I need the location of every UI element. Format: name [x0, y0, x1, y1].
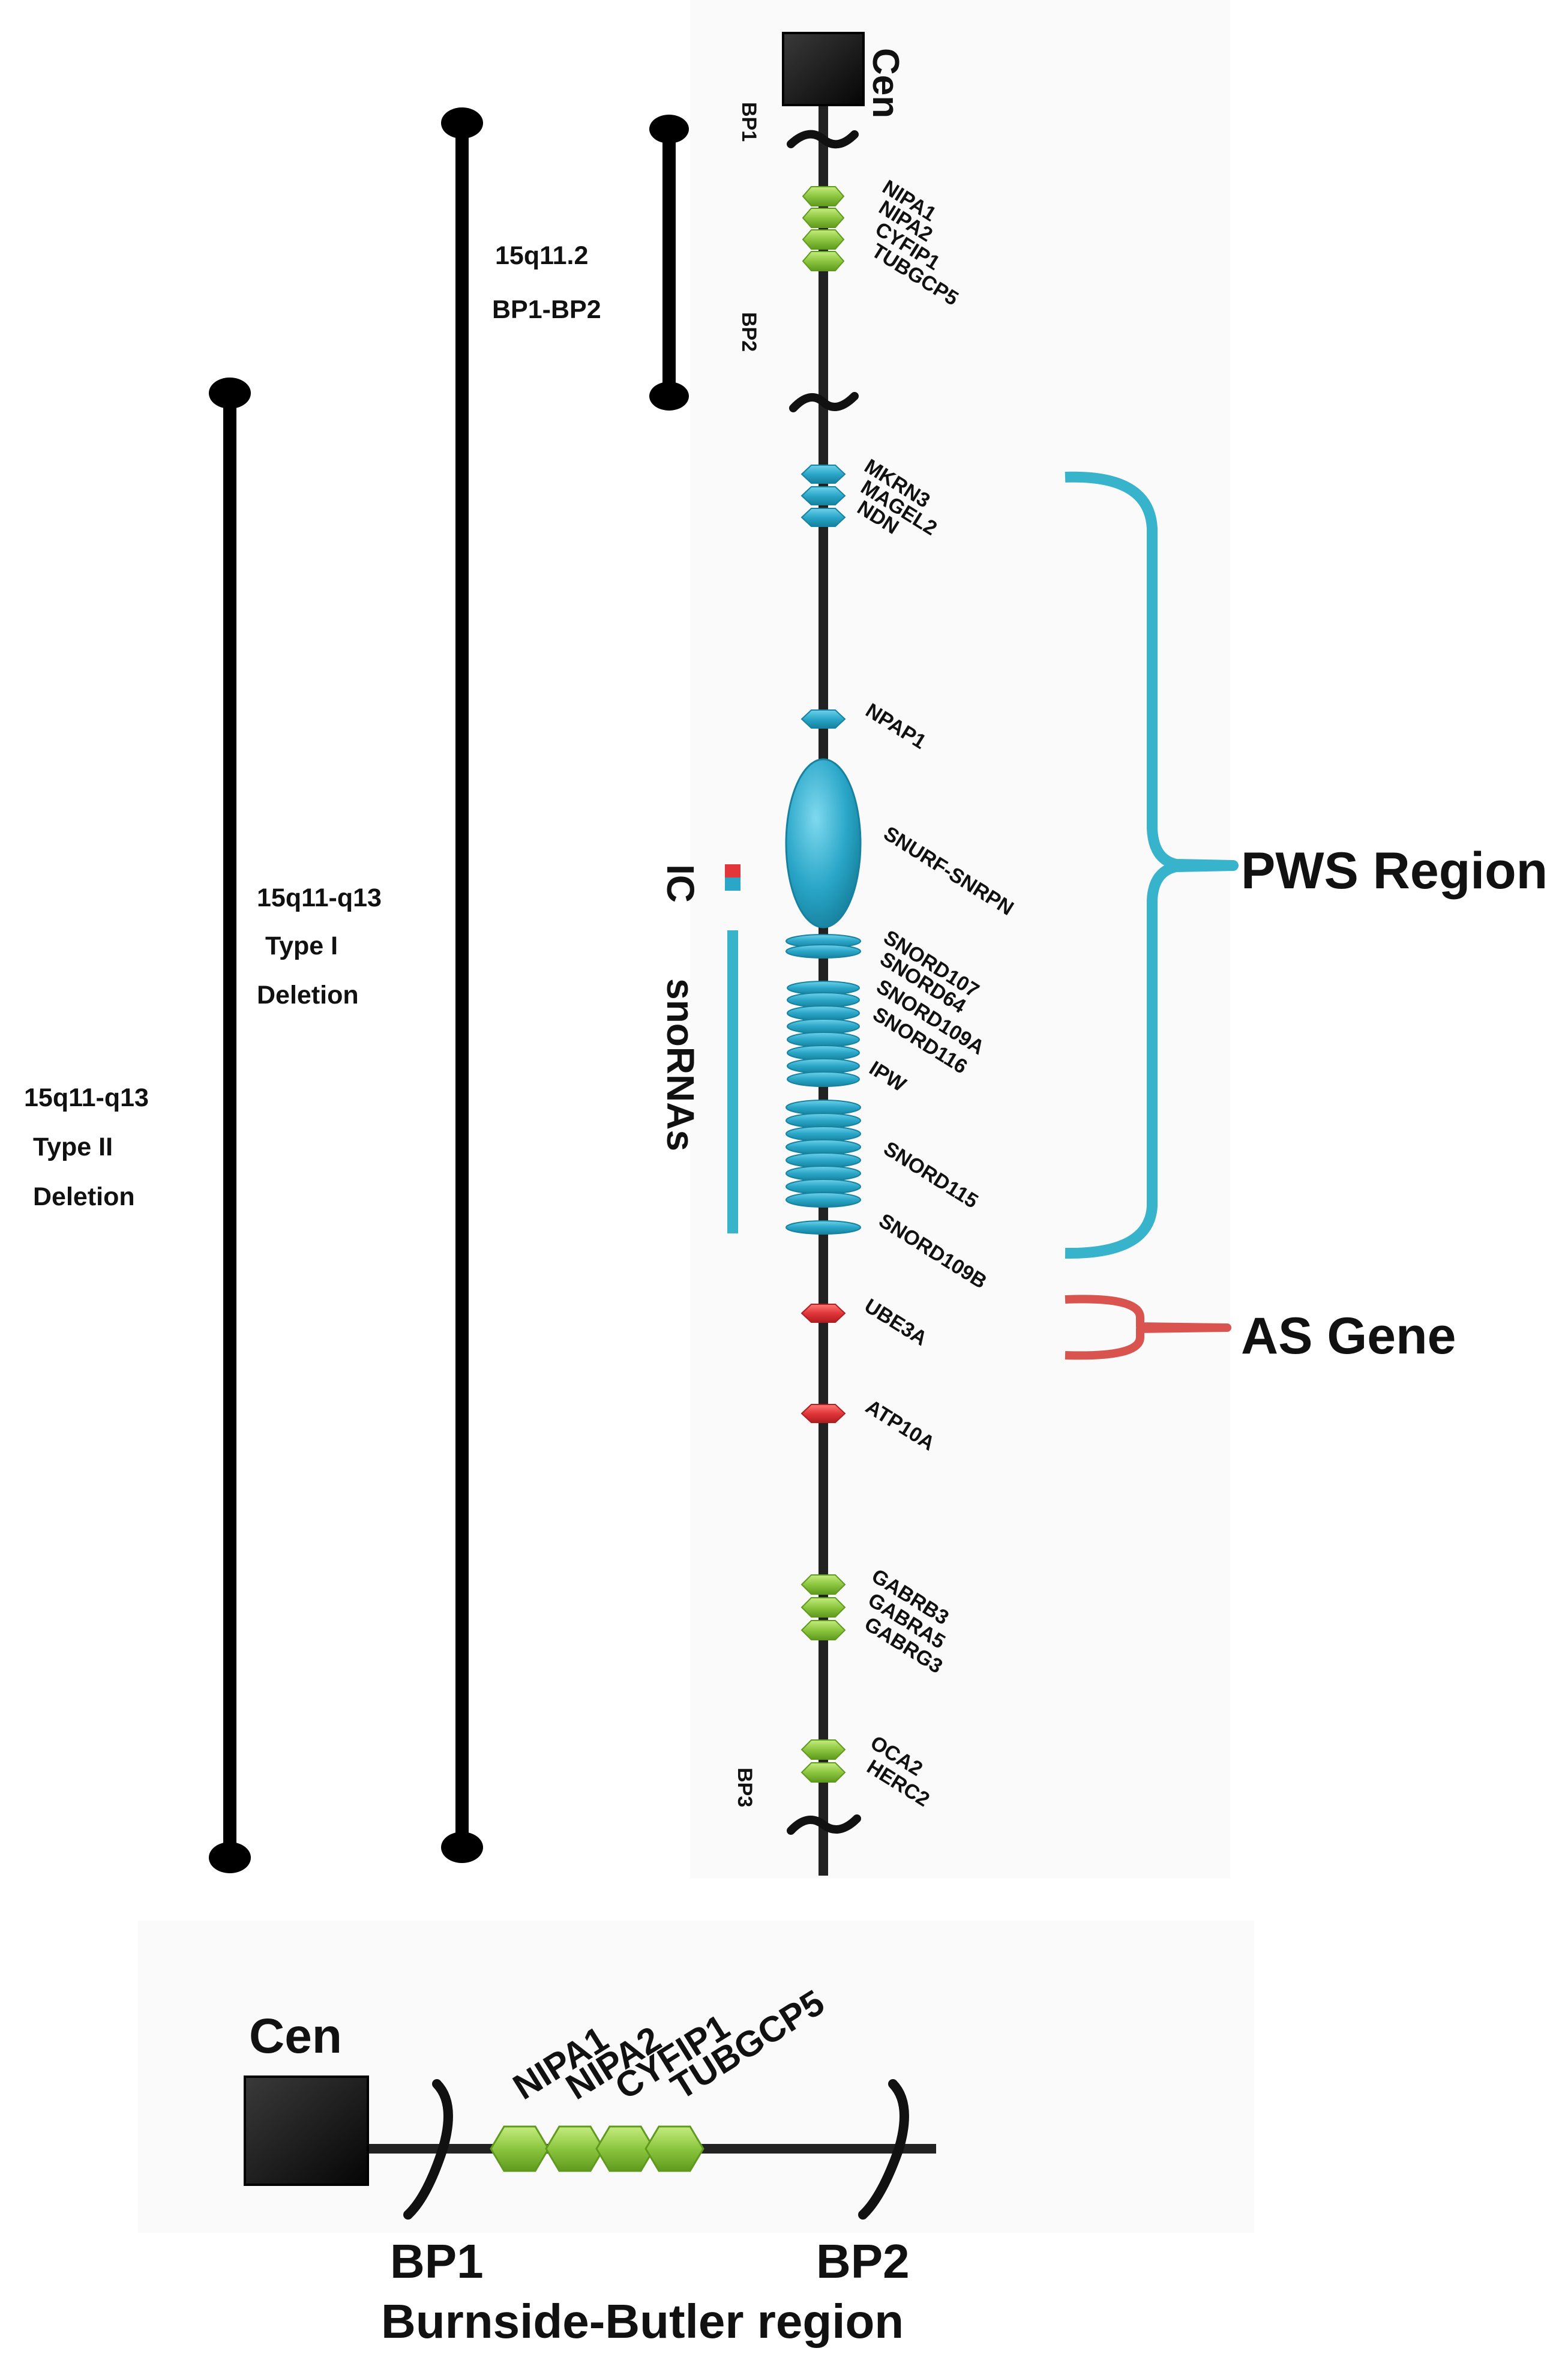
- gene-mark-magel2: [801, 486, 846, 505]
- bp2-breakpoint-mark: [789, 392, 859, 412]
- gene-mark-ube3a: [801, 1304, 846, 1323]
- bp1-bp2-label-line1: 15q11.2: [495, 241, 588, 270]
- bottom-centromere-block: [244, 2076, 369, 2186]
- bottom-bp2-label: BP2: [816, 2235, 910, 2288]
- bp3-breakpoint-mark: [787, 1814, 861, 1835]
- bottom-bp2-mark: [858, 2079, 909, 2220]
- bottom-bp1-label: BP1: [390, 2235, 484, 2288]
- gene-mark-cyfip1: [802, 229, 845, 250]
- type2-label-line3: Deletion: [33, 1182, 135, 1211]
- type1-label-line3: Deletion: [257, 981, 359, 1010]
- bp1-label: BP1: [737, 102, 760, 142]
- gene-group-oca2-herc2: [801, 1739, 846, 1783]
- type2-label-line1: 15q11-q13: [24, 1083, 149, 1112]
- gene-mark-npap1: [801, 709, 846, 729]
- bp1-bp2-label-line2: BP1-BP2: [492, 295, 601, 324]
- bottom-gene-mark-nipa2: [545, 2125, 605, 2172]
- centromere-block: [782, 32, 865, 106]
- chromosome-panel: [690, 0, 1230, 1879]
- ic-marker-cyan: [725, 877, 740, 891]
- gene-mark-mkrn3: [801, 465, 846, 484]
- burnside-butler-label: Burnside-Butler region: [381, 2295, 904, 2348]
- type1-deletion-bar: [441, 107, 483, 1863]
- as-gene-label: AS Gene: [1241, 1307, 1456, 1365]
- pws-region-label: PWS Region: [1241, 842, 1548, 900]
- gene-mark-nipa2: [802, 208, 845, 228]
- bp2-label: BP2: [737, 312, 760, 352]
- gene-group-mkrn3-ndn: [801, 465, 846, 527]
- bottom-gene-mark-nipa1: [490, 2125, 550, 2172]
- ic-label: IC: [659, 864, 702, 903]
- gene-group-bp1-bp2: [802, 186, 845, 271]
- type2-label-line2: Type II: [33, 1133, 113, 1161]
- gene-mark-gabrb3: [801, 1574, 846, 1595]
- bottom-bp1-mark: [403, 2079, 453, 2220]
- gene-mark-gabra5: [801, 1597, 846, 1618]
- as-gene-bracket: [1065, 1295, 1231, 1360]
- type2-deletion-bar: [209, 378, 251, 1873]
- gene-mark-ndn: [801, 508, 846, 527]
- snorna-bar: [727, 930, 738, 1233]
- gene-mark-oca2: [801, 1739, 846, 1760]
- bp3-label: BP3: [733, 1768, 756, 1807]
- gene-mark-gabrg3: [801, 1620, 846, 1640]
- gene-mark-snurf-snrpn: [785, 758, 862, 929]
- gene-mark-atp10a: [801, 1404, 846, 1423]
- snorna-label: snoRNAs: [659, 978, 702, 1151]
- gene-mark-tubgcp5: [802, 251, 845, 271]
- pws-region-bracket: [1065, 471, 1239, 1259]
- gene-mark-herc2: [801, 1762, 846, 1783]
- centromere-label: Cen: [865, 48, 906, 118]
- bottom-gene-mark-tubgcp5: [644, 2125, 704, 2172]
- bp1-bp2-deletion-bar: [649, 115, 689, 411]
- bottom-gene-group: [490, 2125, 704, 2172]
- bp1-breakpoint-mark: [787, 130, 859, 149]
- type1-label-line1: 15q11-q13: [257, 884, 382, 912]
- gene-group-gabr: [801, 1574, 846, 1640]
- ic-marker-red: [725, 864, 740, 877]
- bottom-centromere-label: Cen: [249, 2009, 342, 2064]
- gene-mark-nipa1: [802, 186, 845, 206]
- snorna-cluster: [786, 934, 861, 1235]
- type1-label-line2: Type I: [265, 932, 338, 960]
